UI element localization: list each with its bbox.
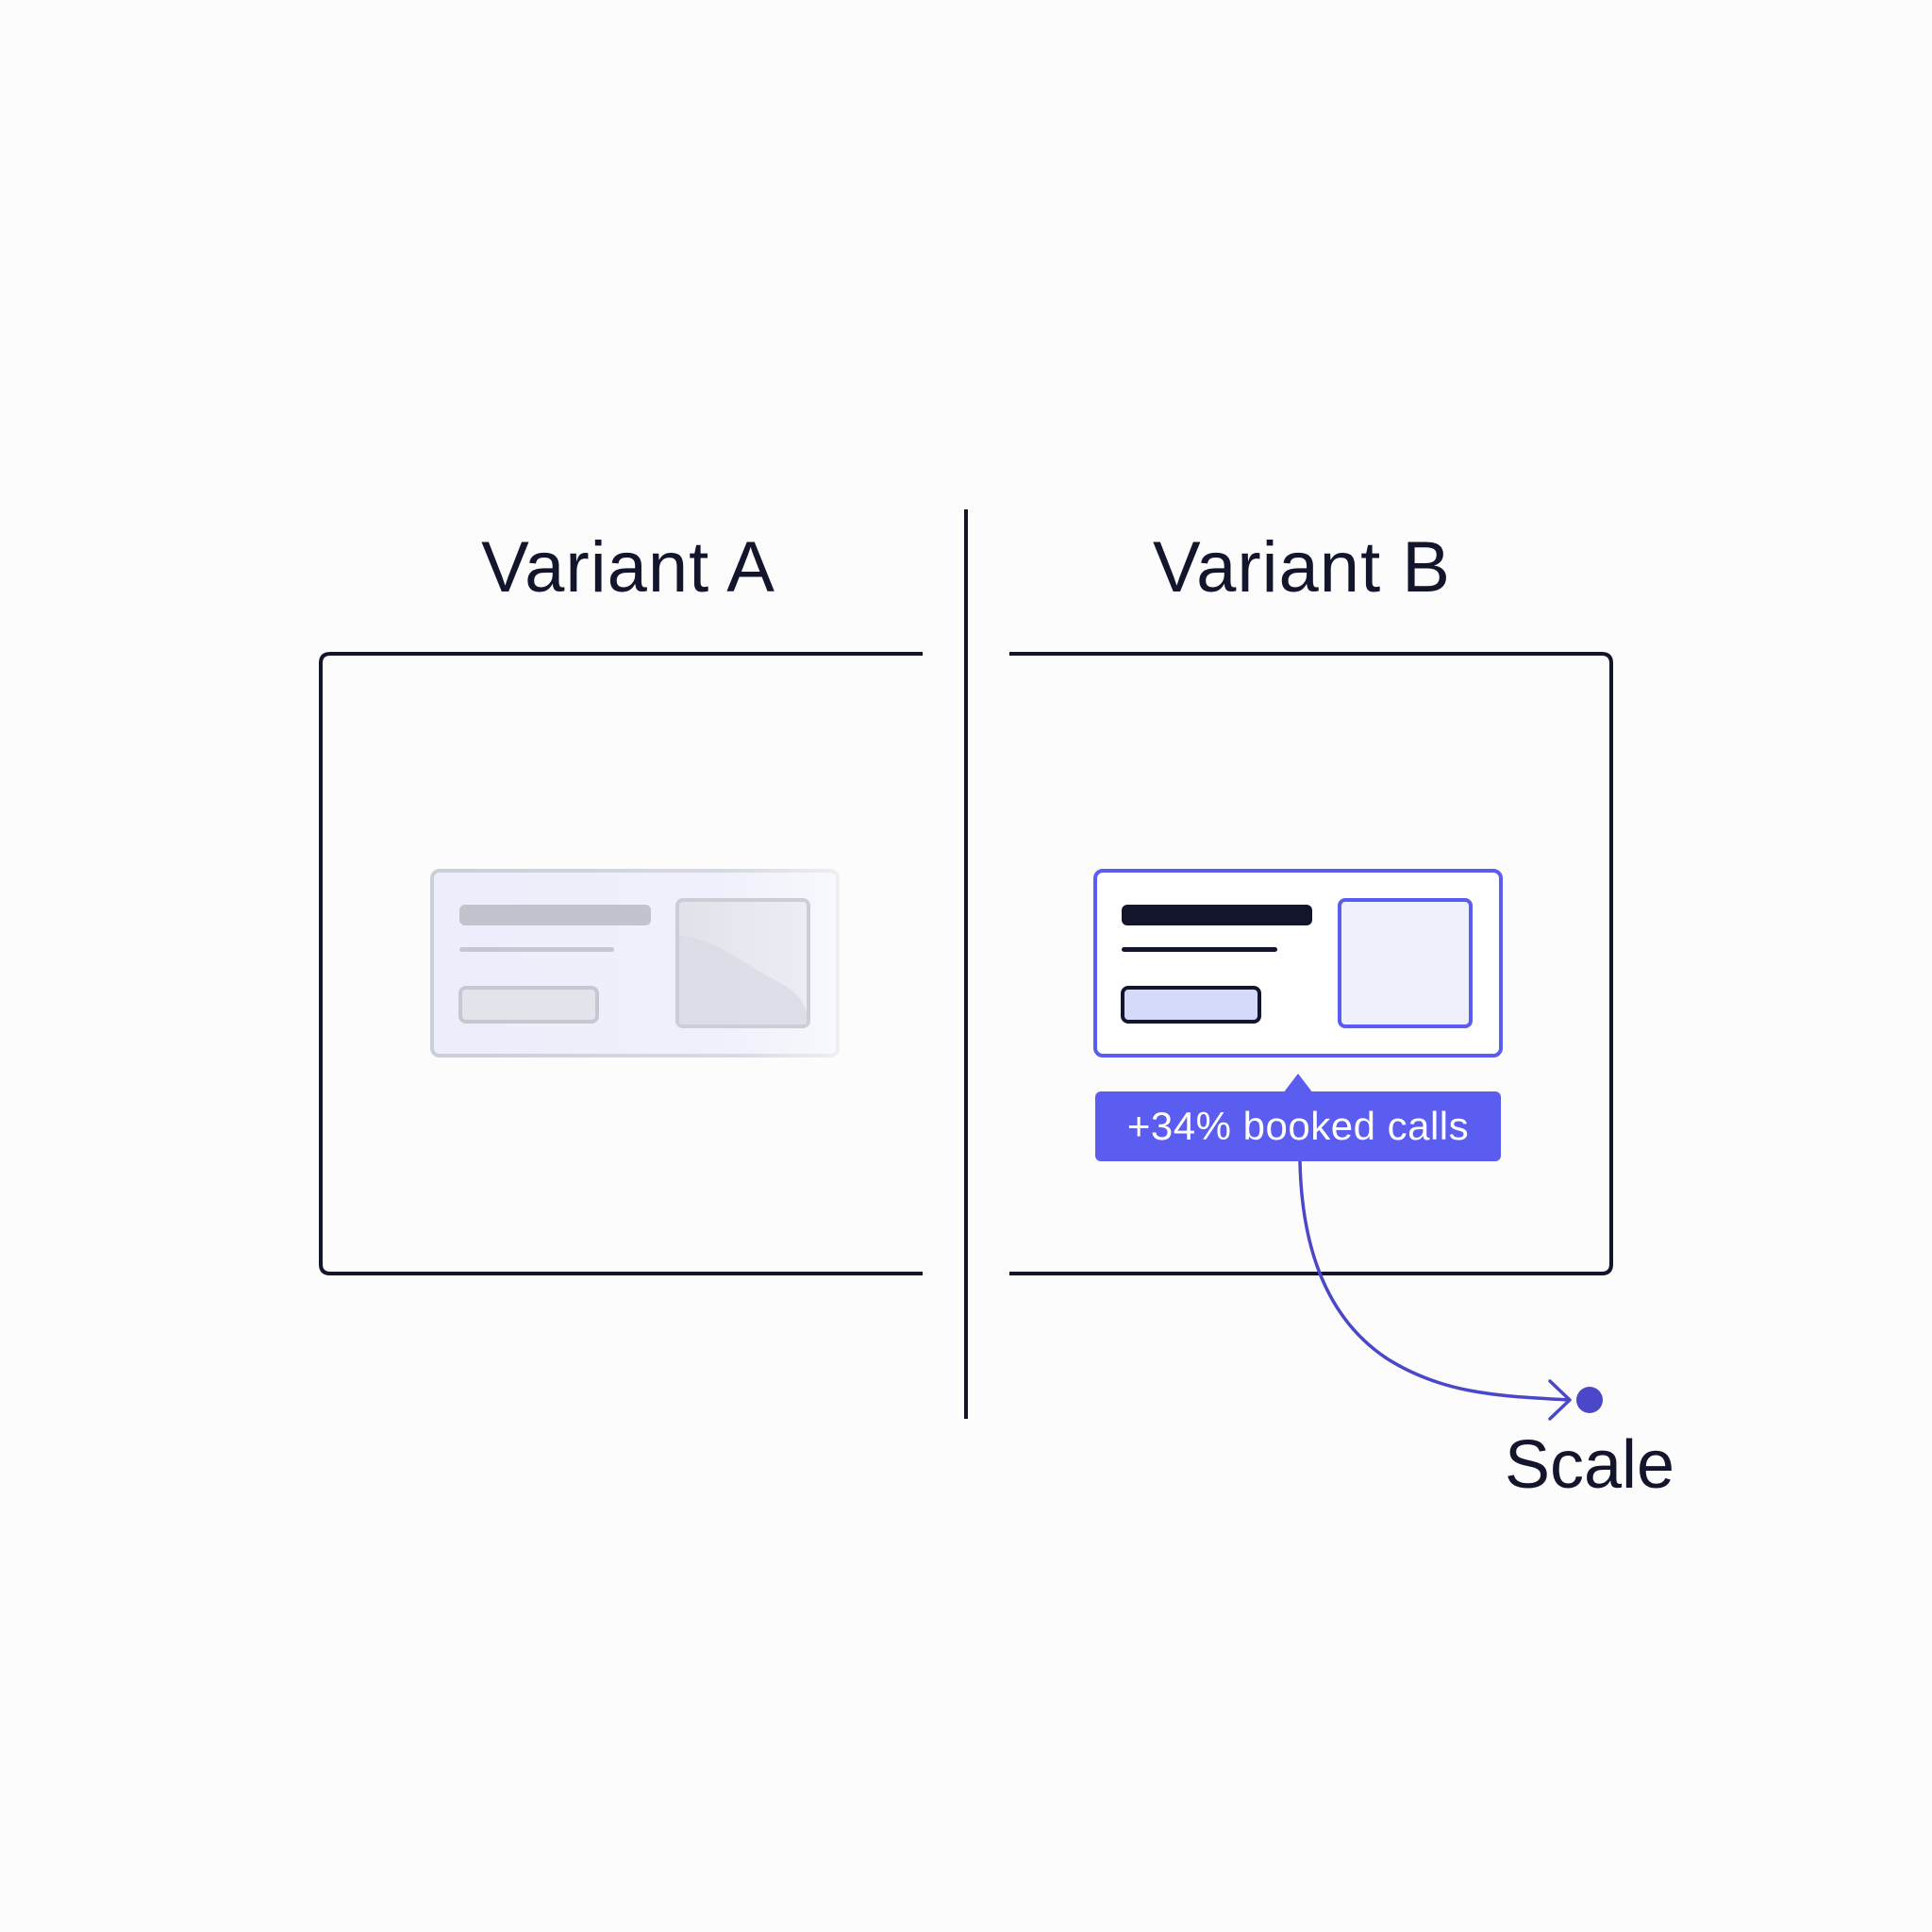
variant-a-headline-bar	[459, 905, 651, 925]
result-badge: +34% booked calls	[1095, 1091, 1501, 1161]
center-divider	[964, 509, 968, 1419]
scale-dot-icon	[1576, 1387, 1603, 1413]
variant-b-image	[1338, 898, 1473, 1028]
variant-a-frame	[319, 652, 923, 1275]
scale-label: Scale	[1504, 1427, 1675, 1503]
variant-b-text-line	[1122, 947, 1277, 952]
variant-a-card	[430, 869, 840, 1058]
badge-pointer	[1283, 1074, 1313, 1093]
scale-connector	[1298, 1160, 1571, 1402]
variant-a-cta	[458, 986, 599, 1024]
variant-a-text-line	[459, 947, 614, 952]
arrow-head-icon	[1548, 1379, 1572, 1421]
variant-b-cta	[1121, 986, 1261, 1024]
variant-a-image-shape	[679, 936, 807, 1024]
variant-b-title: Variant B	[1153, 527, 1451, 608]
variant-b-frame	[1009, 652, 1613, 1275]
variant-a-title: Variant A	[481, 527, 775, 608]
variant-b-headline-bar	[1122, 905, 1312, 925]
variant-b-card	[1093, 869, 1503, 1058]
